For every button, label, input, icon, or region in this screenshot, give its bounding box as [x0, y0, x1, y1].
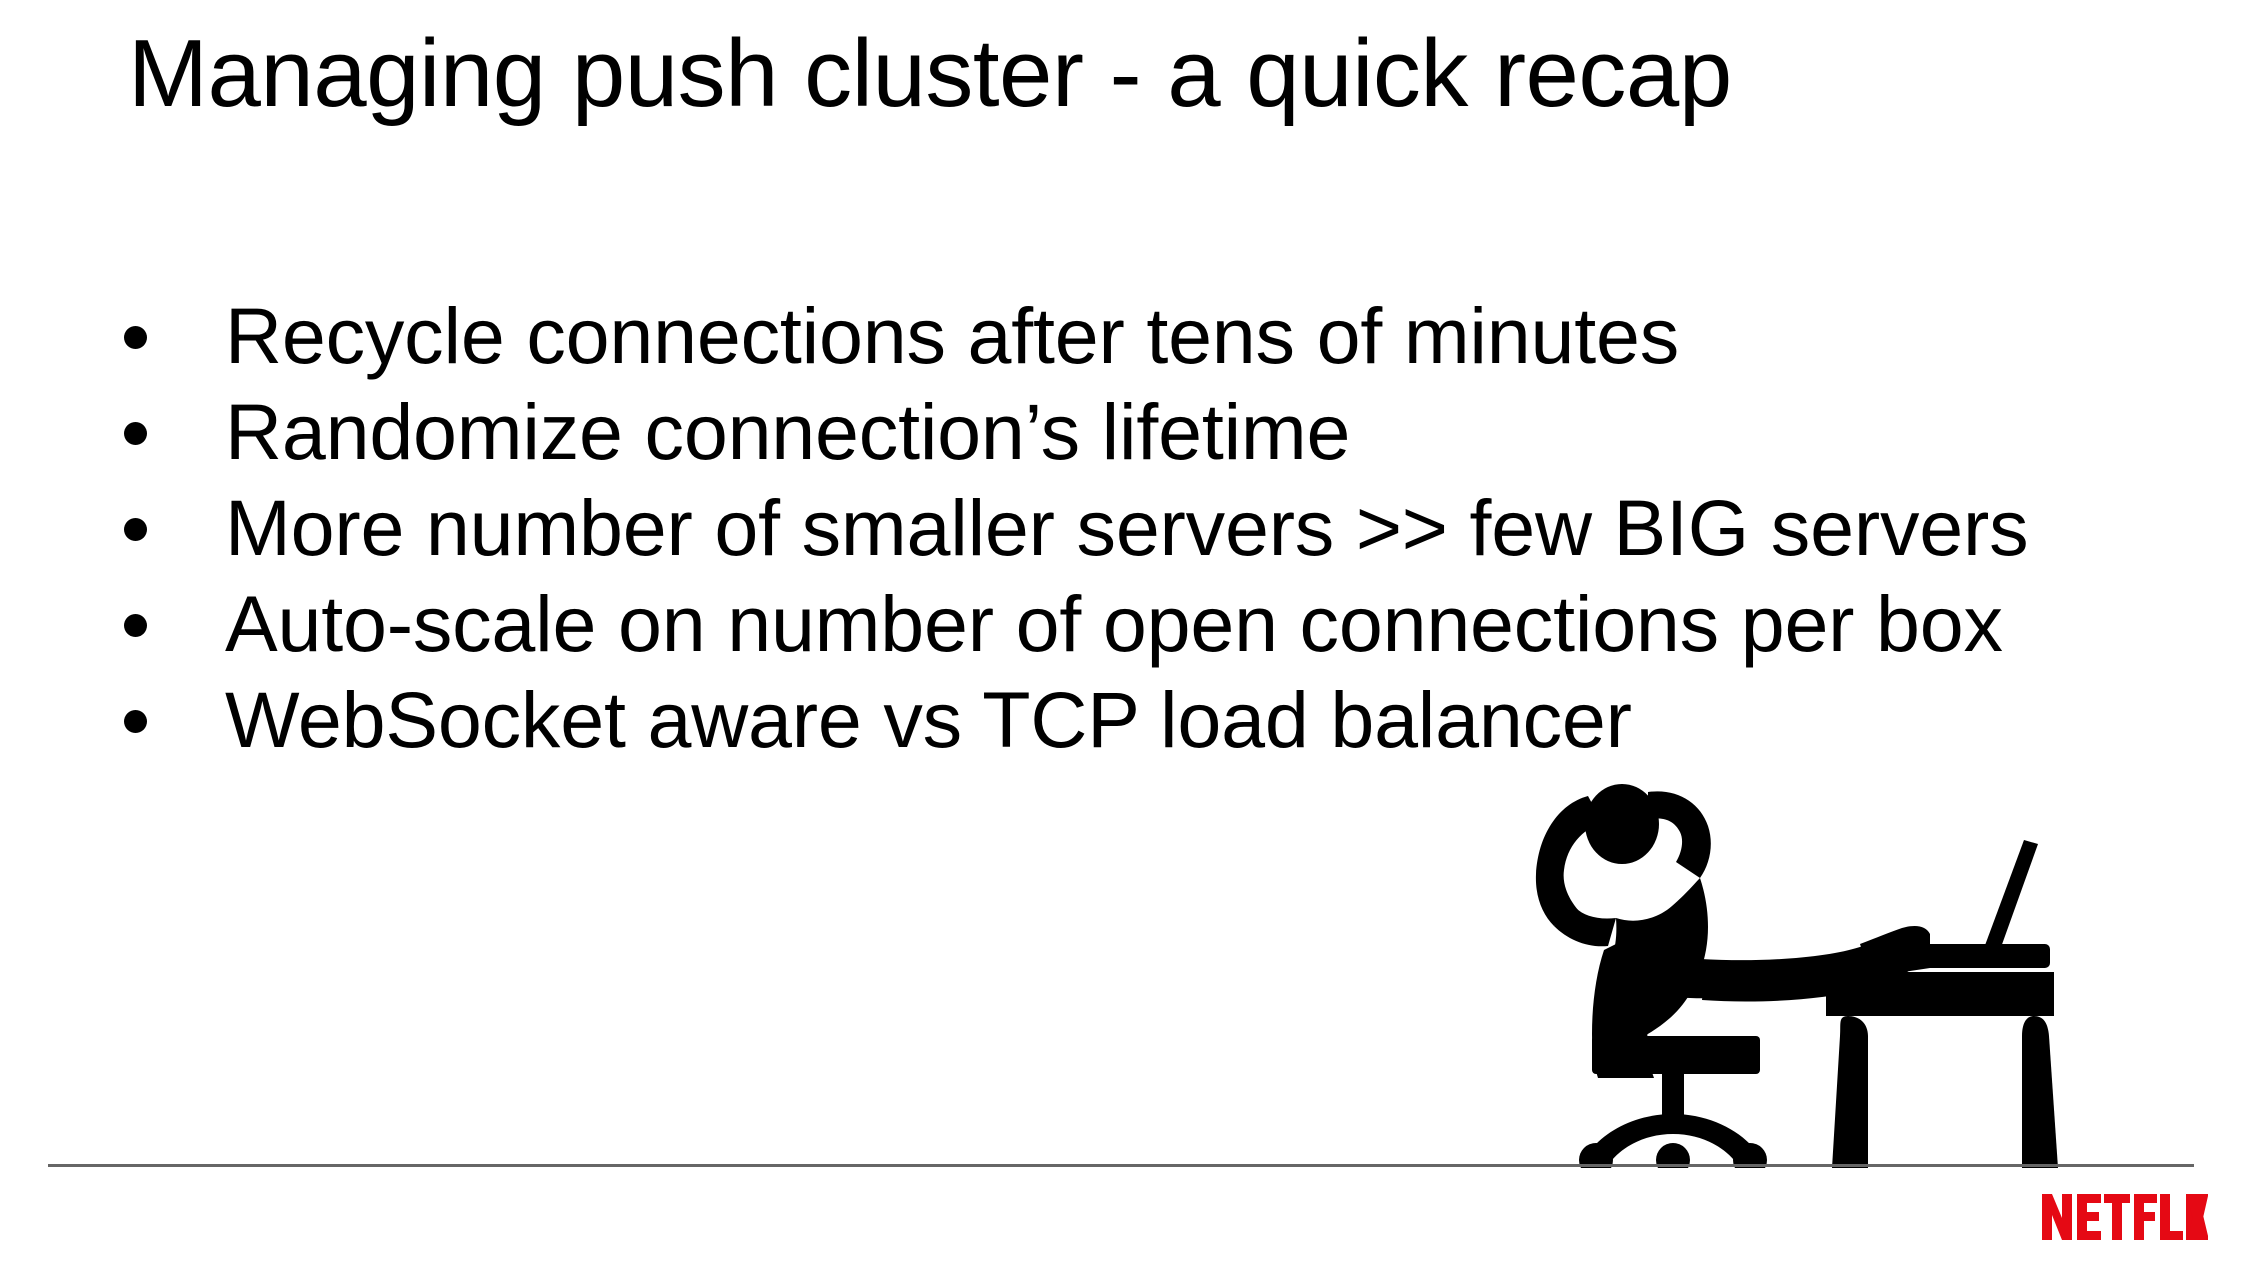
bullet-point-icon	[124, 614, 147, 637]
list-item-label: Randomize connection’s lifetime	[225, 387, 1351, 476]
page-title: Managing push cluster - a quick recap	[128, 20, 1732, 127]
list-item-label: More number of smaller servers >> few BI…	[225, 483, 2029, 572]
bullet-list: Recycle connections after tens of minute…	[110, 288, 2029, 768]
list-item-label: Auto-scale on number of open connections…	[225, 579, 2003, 668]
bullet-point-icon	[124, 326, 147, 349]
list-item: Recycle connections after tens of minute…	[110, 288, 2010, 384]
person-relaxing-at-desk-icon	[1530, 778, 2090, 1168]
list-item: WebSocket aware vs TCP load balancer	[110, 672, 2010, 768]
bullet-point-icon	[124, 518, 147, 541]
bullet-point-icon	[124, 422, 147, 445]
footer-divider	[48, 1164, 2194, 1167]
list-item-label: Recycle connections after tens of minute…	[225, 291, 1680, 380]
list-item: Auto-scale on number of open connections…	[110, 576, 2010, 672]
netflix-logo	[2040, 1192, 2208, 1242]
bullet-point-icon	[124, 710, 147, 733]
list-item: More number of smaller servers >> few BI…	[110, 480, 2029, 576]
list-item: Randomize connection’s lifetime	[110, 384, 2010, 480]
list-item-label: WebSocket aware vs TCP load balancer	[225, 675, 1632, 764]
